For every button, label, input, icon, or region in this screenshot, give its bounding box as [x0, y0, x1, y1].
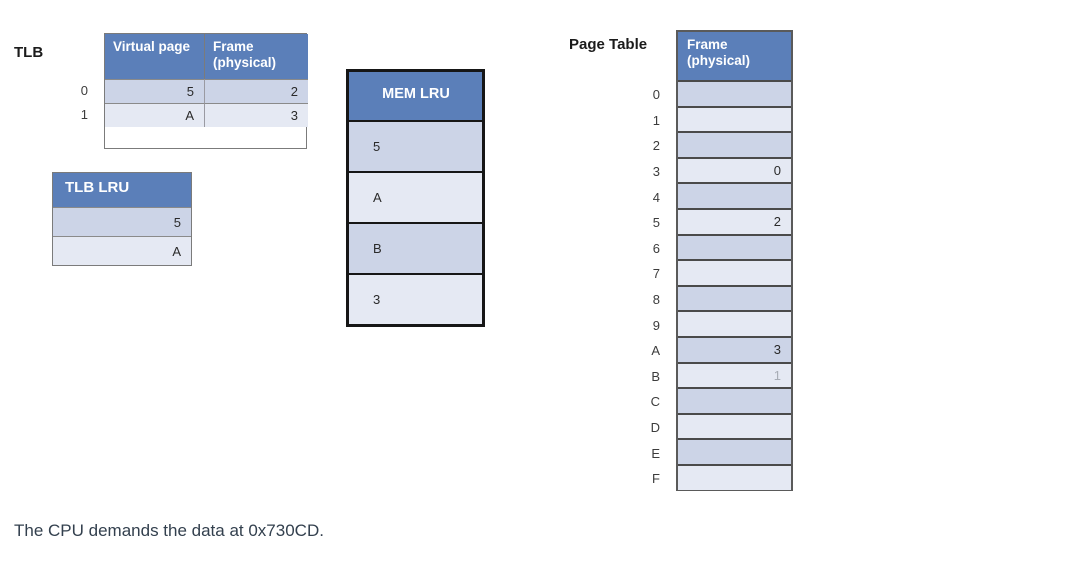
page-table-row-index: 9	[652, 317, 660, 333]
page-table-cell-frame	[678, 463, 791, 490]
page-table-cell-frame	[678, 105, 791, 132]
page-table-cell-frame	[678, 259, 791, 285]
page-table-row-index: 6	[652, 240, 660, 256]
page-table-cell-frame	[678, 182, 791, 208]
tlb-table: Virtual page Frame (physical) 5 2 A 3	[104, 33, 308, 149]
mem-lru-entry: 3	[349, 273, 482, 324]
tlb-row-index-column: 0 1	[60, 78, 96, 126]
tlb-lru-entry: 5	[53, 207, 191, 236]
mem-lru-entry: B	[349, 222, 482, 273]
page-table-row-index: 8	[652, 292, 660, 308]
tlb-cell-virtual-page: 5	[105, 79, 205, 103]
tlb-lru-table: TLB LRU 5 A	[52, 172, 192, 266]
page-table-cell-frame	[678, 438, 791, 464]
mem-lru-entry: A	[349, 171, 482, 222]
page-table-row-index: E	[651, 445, 660, 461]
page-table-row-index: D	[650, 420, 660, 436]
prompt-text: The CPU demands the data at 0x730CD.	[14, 521, 324, 540]
page-table-row-index: A	[651, 343, 660, 359]
tlb-lru-header: TLB LRU	[53, 173, 191, 207]
page-table-row-index: 0	[652, 87, 660, 103]
mem-lru-header: MEM LRU	[349, 72, 482, 120]
page-table-cell-frame	[678, 80, 791, 106]
tlb-header-frame-line1: Frame	[213, 39, 254, 54]
page-table-cell-frame	[678, 284, 791, 311]
tlb-row-index: 0	[80, 82, 88, 98]
page-table-row-index: 7	[652, 266, 660, 282]
tlb-cell-frame: 3	[205, 103, 308, 127]
tlb-cell-virtual-page: A	[105, 103, 205, 127]
page-table-row-index: F	[652, 471, 660, 487]
page-table-row-index: 4	[652, 189, 660, 205]
tlb-cell-frame: 2	[205, 79, 308, 103]
page-table-row-index: 1	[652, 112, 660, 128]
page-table-header-line1: Frame	[687, 37, 728, 52]
tlb-header-frame-physical: Frame (physical)	[205, 34, 308, 79]
tlb-caption: TLB	[14, 44, 44, 61]
page-table-header-line2: (physical)	[687, 53, 751, 68]
page-table-row-index: C	[650, 394, 660, 410]
tlb-lru-entry: A	[53, 236, 191, 265]
page-table-cell-frame	[678, 310, 791, 336]
tlb-row-index: 1	[80, 106, 88, 122]
page-table-cell-frame: 3	[678, 335, 791, 362]
page-table-cell-frame	[678, 412, 791, 439]
tlb-header-virtual-page: Virtual page	[105, 34, 205, 79]
page-table-row-index: 3	[652, 164, 660, 180]
page-table-row-index: 5	[652, 215, 660, 231]
tlb-header-frame-line2: (physical)	[213, 55, 277, 70]
page-table-cell-frame	[678, 233, 791, 260]
mem-lru-entry: 5	[349, 120, 482, 171]
page-table-row-index: B	[651, 368, 660, 384]
page-table-cell-frame: 0	[678, 156, 791, 183]
page-table-cell-frame	[678, 387, 791, 413]
page-table-cell-frame: 2	[678, 207, 791, 234]
mem-lru-table: MEM LRU 5 A B 3	[346, 69, 485, 327]
page-table-caption: Page Table	[569, 36, 648, 53]
page-table-cell-frame	[678, 131, 791, 157]
page-table-header-frame-physical: Frame (physical)	[678, 32, 791, 80]
page-table-row-index: 2	[652, 138, 660, 154]
page-table-cell-frame: 1	[678, 361, 791, 388]
